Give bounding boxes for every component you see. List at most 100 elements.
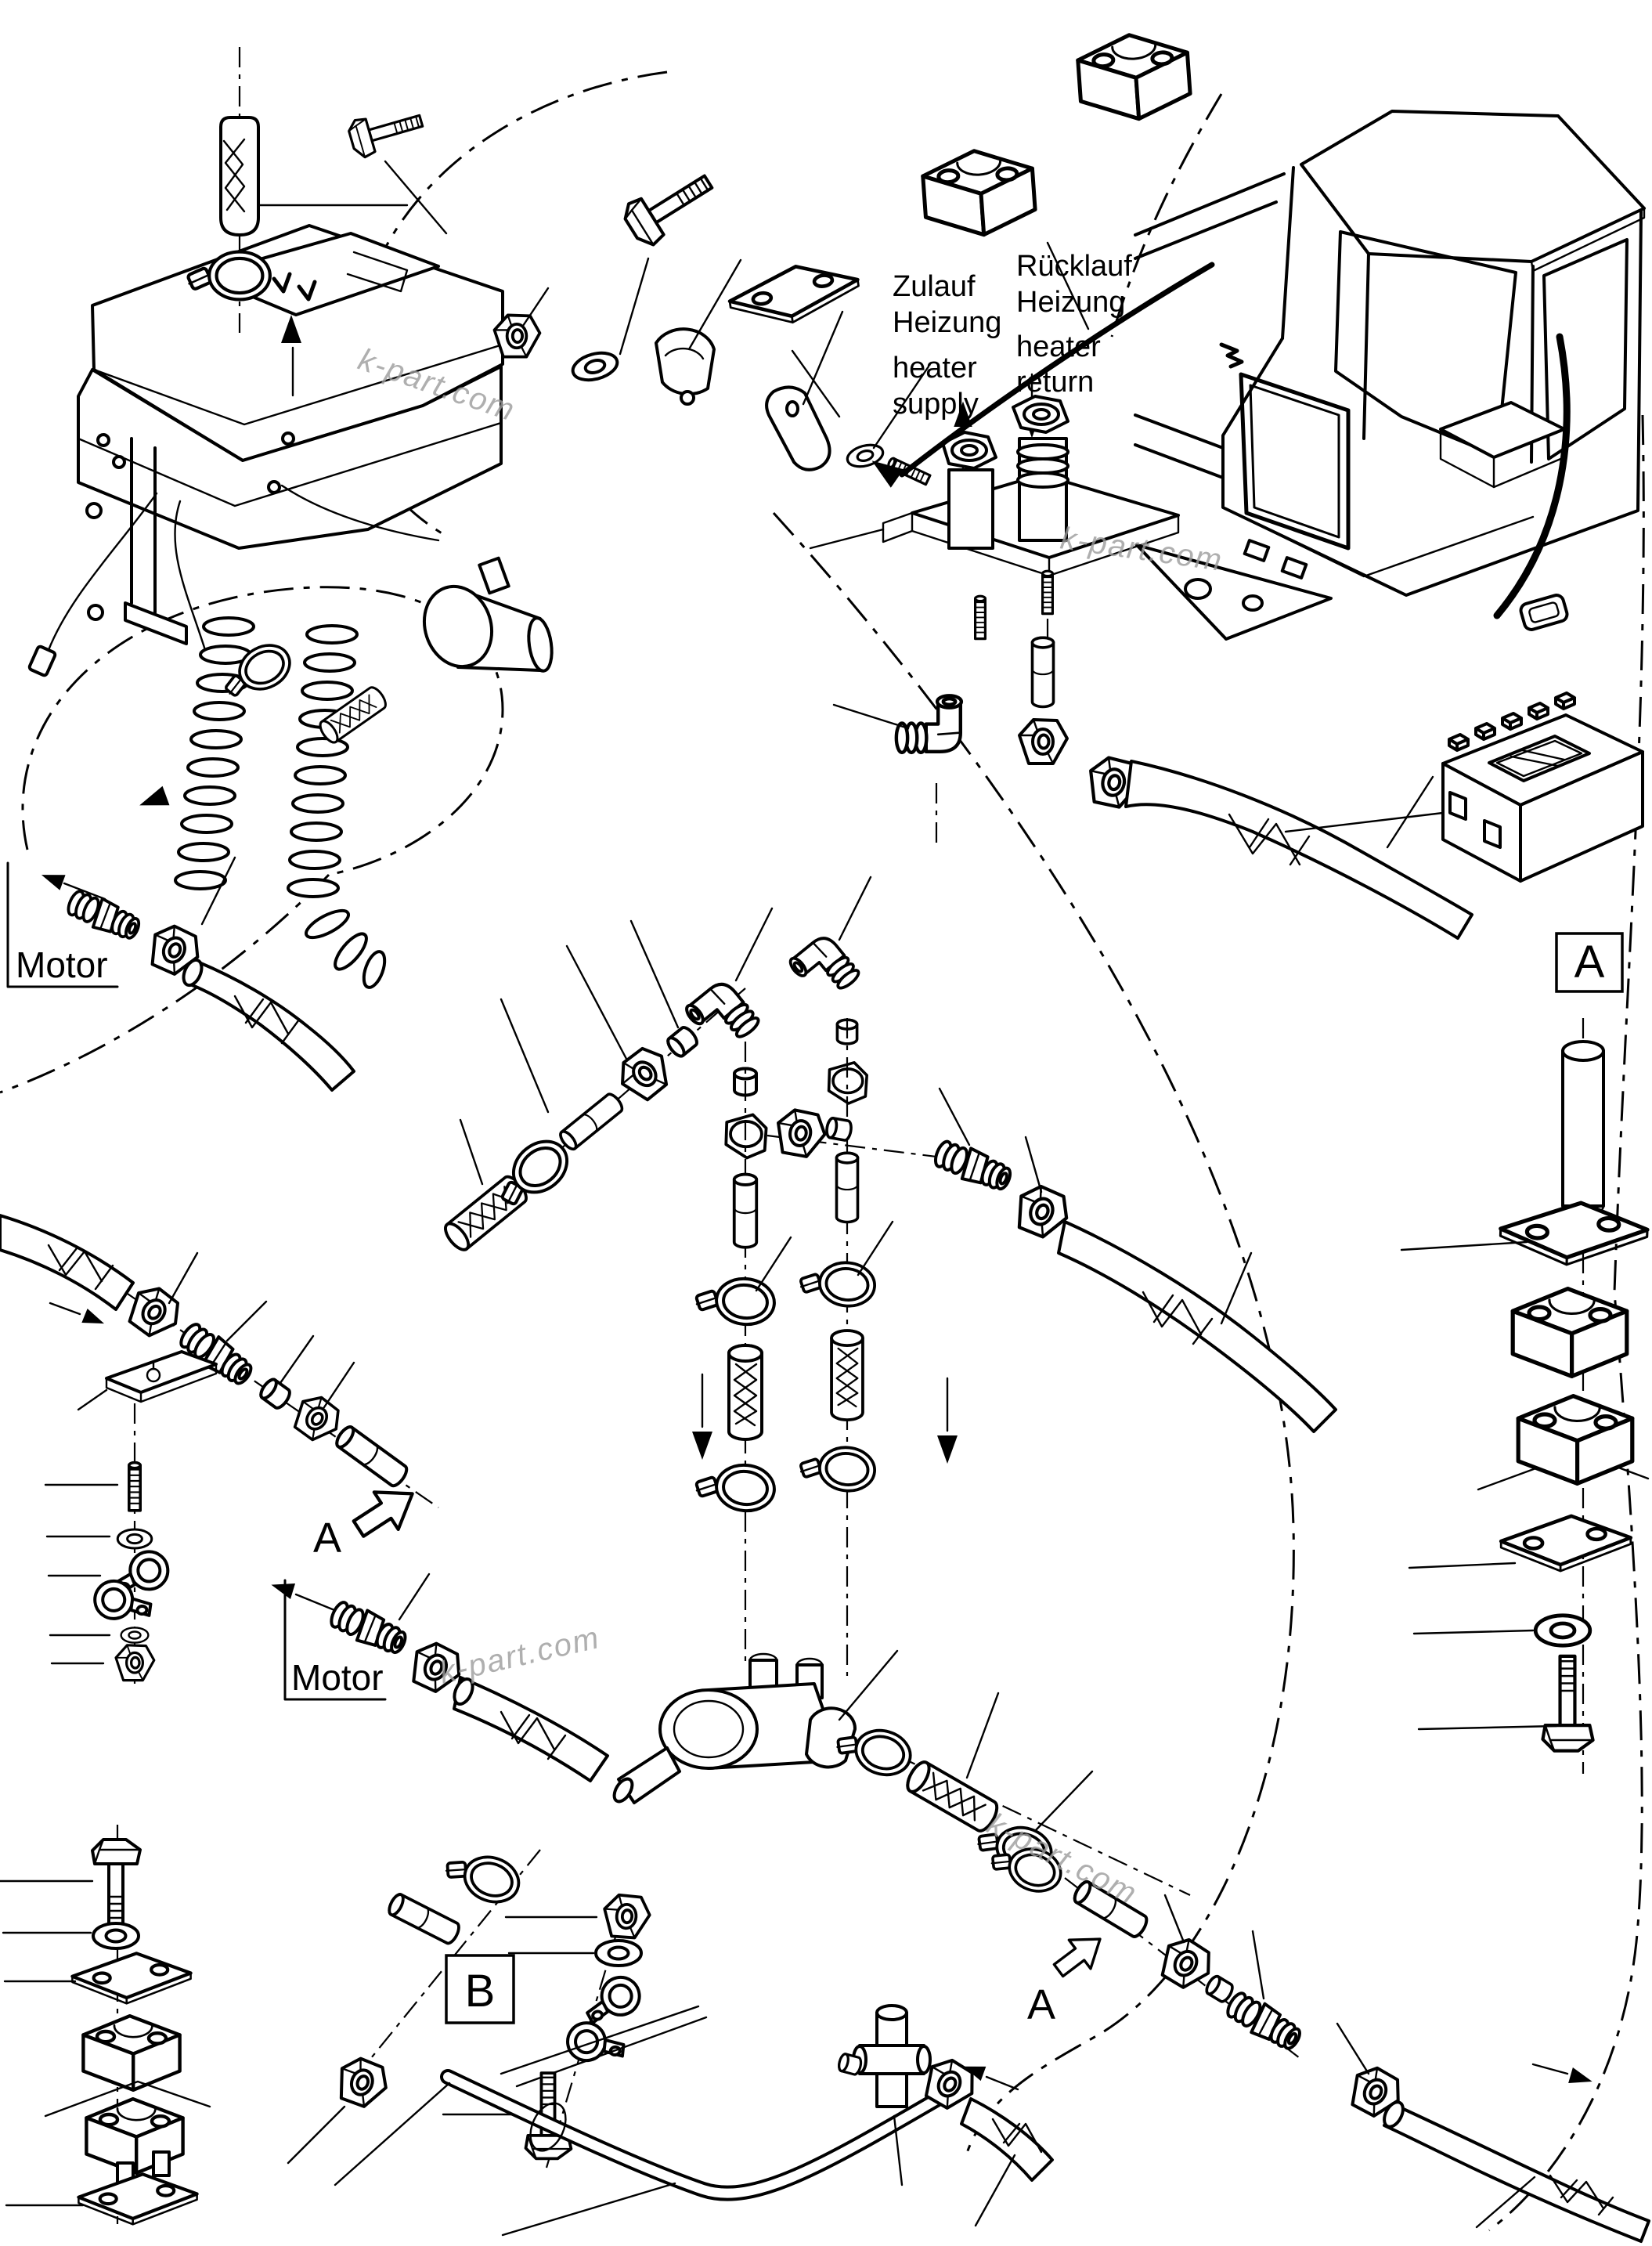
hanger-bracket [765, 385, 831, 471]
braided-hose [901, 1757, 1003, 1836]
bolt-icon [85, 502, 103, 519]
flange-plate [1499, 1201, 1648, 1268]
pipe-section [835, 1151, 860, 1224]
barbed-union-fitting [63, 885, 145, 946]
heater-hose [186, 960, 355, 1092]
support-pipe [1561, 1040, 1605, 1217]
heater-bracket [130, 437, 157, 614]
pipe-clip [1243, 539, 1271, 562]
watermark-text: k-part.com [1059, 521, 1225, 578]
control-buttons [1448, 691, 1576, 752]
routing-curve-left-tail [0, 873, 330, 1094]
label-motor-2: Motor [291, 1657, 384, 1698]
elbow-fitting [896, 695, 961, 753]
hose-clamp [437, 1840, 527, 1911]
heater-mounting-fasteners [492, 257, 932, 486]
detail-a-reference-1: A [313, 1475, 424, 1562]
corrugated-hose-right [287, 624, 387, 989]
connector-icon [27, 645, 57, 677]
braided-hose-end [219, 116, 260, 237]
washer [568, 347, 622, 386]
clamp-block [1518, 1396, 1632, 1484]
mount-latch [1448, 791, 1467, 821]
barbed-union-fitting [325, 1596, 412, 1661]
motor-connection-1: Motor [6, 856, 355, 1092]
braided-hose [727, 1344, 763, 1441]
hex-nut [114, 1644, 156, 1682]
saddle-clamp [655, 327, 716, 396]
routing-curve-cab [1110, 93, 1223, 338]
cab-roof [1300, 110, 1646, 263]
circulation-pump [422, 556, 554, 673]
pipe-grommet [529, 2102, 567, 2152]
direction-arrow-icon [1568, 2067, 1595, 2089]
supply-hose-stub [186, 47, 409, 397]
hex-bolt [345, 101, 428, 161]
detail-b-group: B [287, 1840, 965, 2237]
elbow-fitting [786, 930, 863, 1008]
cab-port [1519, 594, 1569, 631]
detail-a-letter: A [1574, 937, 1605, 988]
clamp-block [922, 147, 1037, 239]
braided-hose [830, 1329, 864, 1421]
heater-cover-seam [92, 343, 504, 426]
supply-fitting [941, 431, 997, 550]
heater-hose [1124, 760, 1473, 940]
motor-connection-2: Motor [269, 1573, 609, 1782]
p-clamp [579, 1972, 645, 2025]
detail-reference-arrow-icon [1046, 1923, 1113, 1987]
detail-b-frame [445, 1954, 515, 2024]
control-display [1488, 735, 1591, 782]
bottom-left-clamp-stack [0, 1825, 211, 2224]
detail-a-frame [1555, 932, 1624, 993]
detail-a: A [1400, 932, 1648, 1774]
decal-plate [105, 1350, 218, 1394]
label-supply-en-line1: heater [893, 352, 977, 385]
detail-b-letter: B [465, 1966, 496, 2017]
hex-nut [601, 1892, 653, 1941]
hex-nut [492, 313, 542, 359]
direction-arrow-icon [38, 867, 66, 890]
wiring-harness [47, 492, 158, 652]
label-motor-1: Motor [16, 944, 108, 985]
threaded-stud [973, 594, 987, 641]
washer [1535, 1616, 1590, 1645]
hose-clamp [795, 1441, 878, 1495]
hose-clamp [690, 1458, 778, 1515]
cab-heater-pipes [1239, 372, 1351, 551]
label-return-de-line2: Heizung [1016, 286, 1125, 319]
hose-clamp [690, 1272, 778, 1329]
return-fitting [1012, 395, 1069, 542]
watermark-text: k-part.com [436, 1620, 603, 1691]
install-direction-curve [899, 262, 1215, 478]
label-return-de-line1: Rücklauf [1016, 250, 1132, 283]
heater-bracket-foot [124, 601, 188, 645]
screw-icon [680, 390, 695, 406]
direction-arrow-icon [135, 785, 170, 815]
heater-hose [1383, 2105, 1650, 2243]
tee-fitting [835, 2004, 932, 2108]
clamp-block [1077, 31, 1192, 123]
ferrule [824, 1116, 854, 1143]
wiring-harness [174, 484, 440, 652]
washer [594, 1939, 643, 1967]
middle-chain-upper [439, 907, 774, 1255]
screw-icon [281, 432, 295, 446]
heater-body [77, 365, 503, 550]
hex-bolt [91, 1838, 142, 1931]
screw-icon [267, 480, 281, 494]
cab-side-window [1542, 238, 1629, 460]
hex-nut [330, 2052, 395, 2113]
pipe-section [732, 1172, 759, 1249]
pipe-fitting [1030, 636, 1055, 709]
washer [116, 1528, 153, 1550]
direction-arrow-icon [269, 1576, 296, 1599]
bottom-right-chain: A [835, 1835, 1650, 2243]
corrugated-hose-left [174, 616, 255, 890]
washer [92, 1922, 140, 1950]
supply-return-assembly: Zulauf Heizung heater supply Rücklauf He… [809, 250, 1180, 641]
middle-chain-right [766, 1087, 1337, 1433]
label-return-en-line1: heater [1016, 330, 1101, 363]
